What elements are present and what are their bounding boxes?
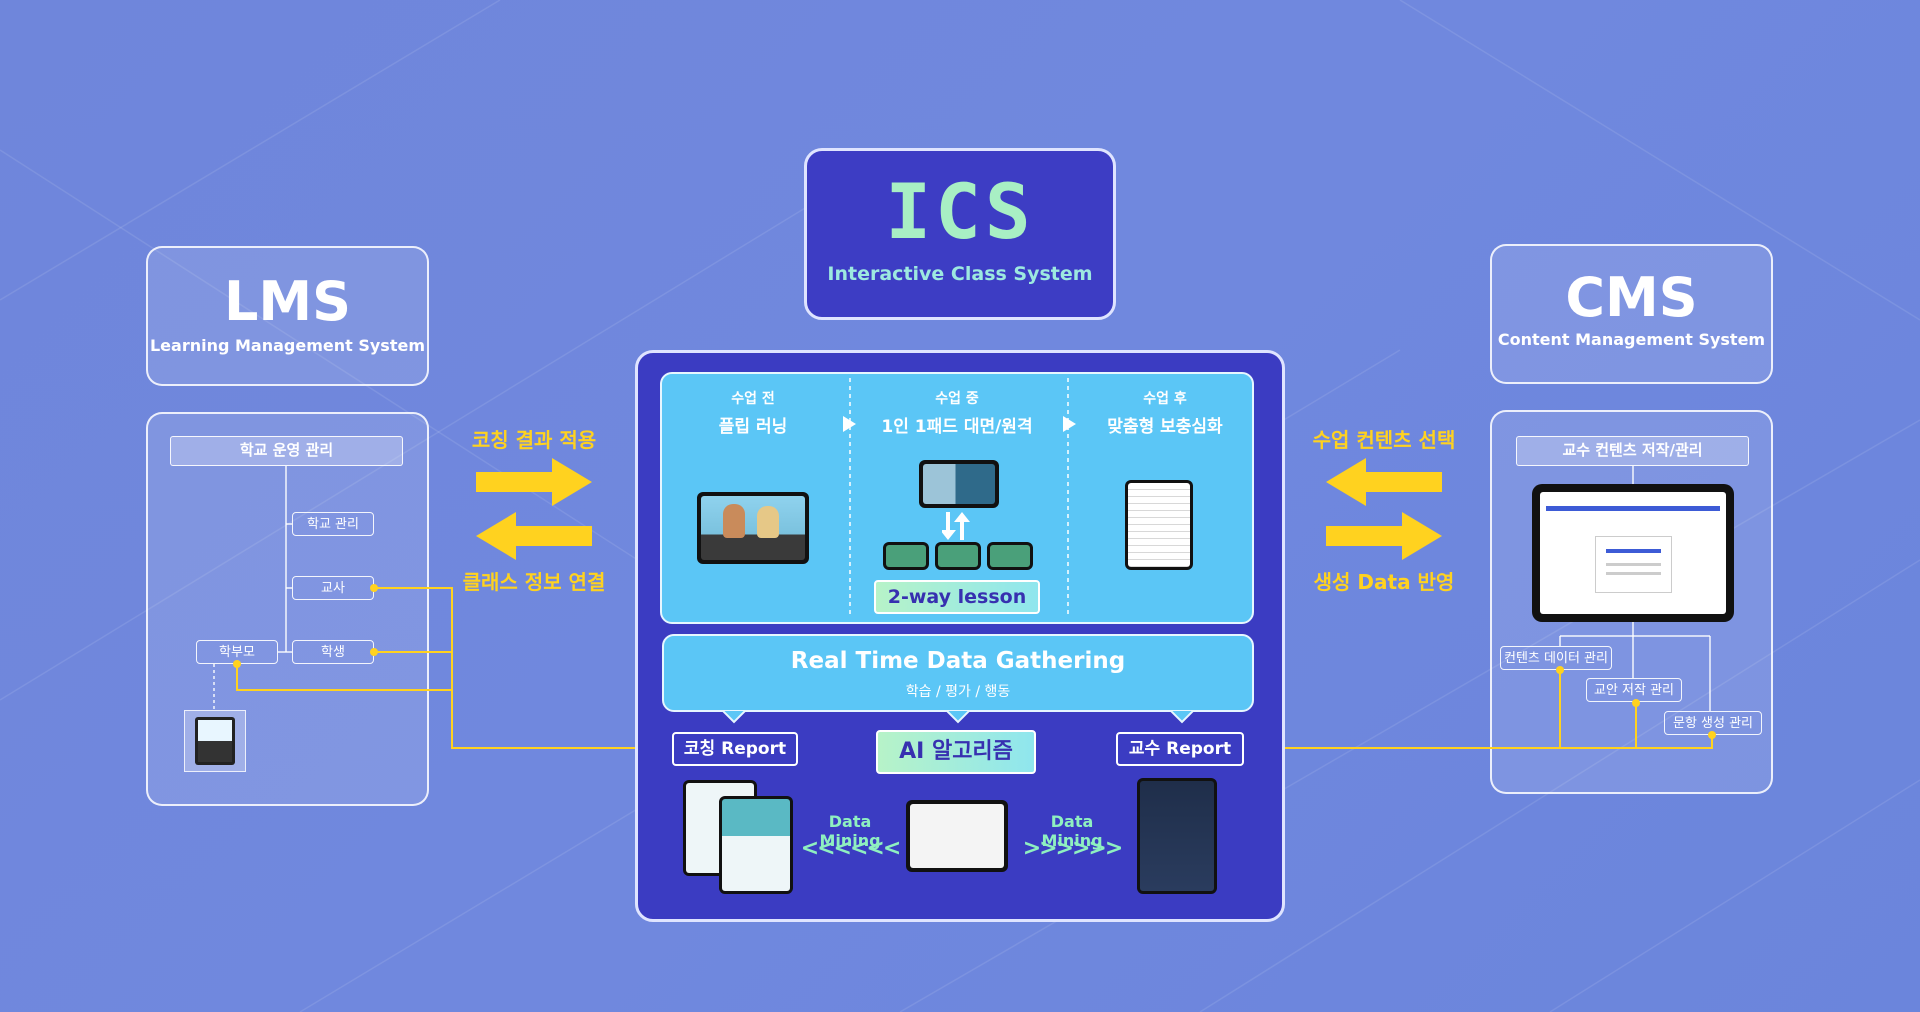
two-way-lesson-badge: 2-way lesson: [874, 580, 1040, 614]
arrow-right-icon: [476, 458, 592, 506]
ai-algorithm-badge: AI 알고리즘: [876, 730, 1036, 774]
professor-report-button[interactable]: 교수 Report: [1116, 732, 1244, 766]
arrow-left-icon: [476, 512, 592, 560]
data-mining-right-label: Data Mining: [1041, 812, 1103, 850]
data-gathering-panel: [662, 634, 1254, 712]
two-way-arrows-icon: [942, 512, 970, 540]
professor-dashboard-image: [1137, 778, 1217, 894]
stage-after-label: 수업 후: [1143, 391, 1187, 407]
arrow-left-icon: [1326, 458, 1442, 506]
stage-before-title: 플립 러닝: [718, 417, 788, 437]
chevrons-left-icon: <<<<<<: [800, 836, 902, 861]
cms-root-node: 교수 컨텐츠 저작/관리: [1516, 436, 1749, 466]
report-card-front-image: [719, 796, 793, 894]
ics-title: ICS: [885, 167, 1035, 256]
cms-subtitle: Content Management System: [1497, 330, 1766, 349]
lms-title: LMS: [223, 270, 352, 333]
data-gathering-title: Real Time Data Gathering: [790, 648, 1126, 674]
cms-title: CMS: [1565, 266, 1698, 329]
cms-content-data-node: 컨텐츠 데이터 관리: [1500, 646, 1612, 670]
lms-subtitle: Learning Management System: [149, 336, 425, 355]
flip-learning-video-image: [697, 492, 809, 564]
worksheet-tablet-image: [1125, 480, 1193, 570]
lms-tree-panel: [146, 412, 429, 806]
ai-tablet-image: [906, 800, 1008, 872]
lms-school-node: 학교 관리: [292, 512, 374, 536]
stage-during-label: 수업 중: [935, 391, 979, 407]
data-gathering-sub: 학습 / 평가 / 행동: [905, 684, 1011, 700]
gathering-pointers: [720, 710, 1196, 724]
play-arrow-icon: [1063, 416, 1076, 432]
student-pad-image: [987, 542, 1033, 570]
ics-subtitle: Interactive Class System: [827, 263, 1093, 285]
chevrons-right-icon: >>>>>>: [1022, 836, 1124, 861]
stage-after-title: 맞춤형 보충심화: [1107, 417, 1223, 437]
left-arrow-top-label: 코칭 결과 적용: [471, 428, 597, 452]
ics-title-box: ICS Interactive Class System: [804, 148, 1116, 320]
right-arrow-bottom-label: 생성 Data 반영: [1313, 570, 1455, 594]
left-arrow-bottom-label: 클래스 정보 연결: [462, 570, 606, 594]
right-arrow-top-label: 수업 컨텐츠 선택: [1312, 428, 1456, 452]
lms-root-node: 학교 운영 관리: [170, 436, 403, 466]
class-teacher-screen-image: [919, 460, 999, 508]
parent-tablet-image: [184, 710, 246, 772]
lms-header-panel: LMS Learning Management System: [146, 246, 429, 386]
cms-laptop-image: [1532, 484, 1734, 622]
play-arrow-icon: [843, 416, 856, 432]
stage-during-title: 1인 1패드 대면/원격: [881, 417, 1033, 437]
stage-before-label: 수업 전: [731, 391, 775, 407]
cms-header-panel: CMS Content Management System: [1490, 244, 1773, 384]
student-pad-image: [883, 542, 929, 570]
student-pad-image: [935, 542, 981, 570]
arrow-right-icon: [1326, 512, 1442, 560]
data-mining-left-label: Data Mining: [819, 812, 881, 850]
coaching-report-button[interactable]: 코칭 Report: [672, 732, 798, 766]
